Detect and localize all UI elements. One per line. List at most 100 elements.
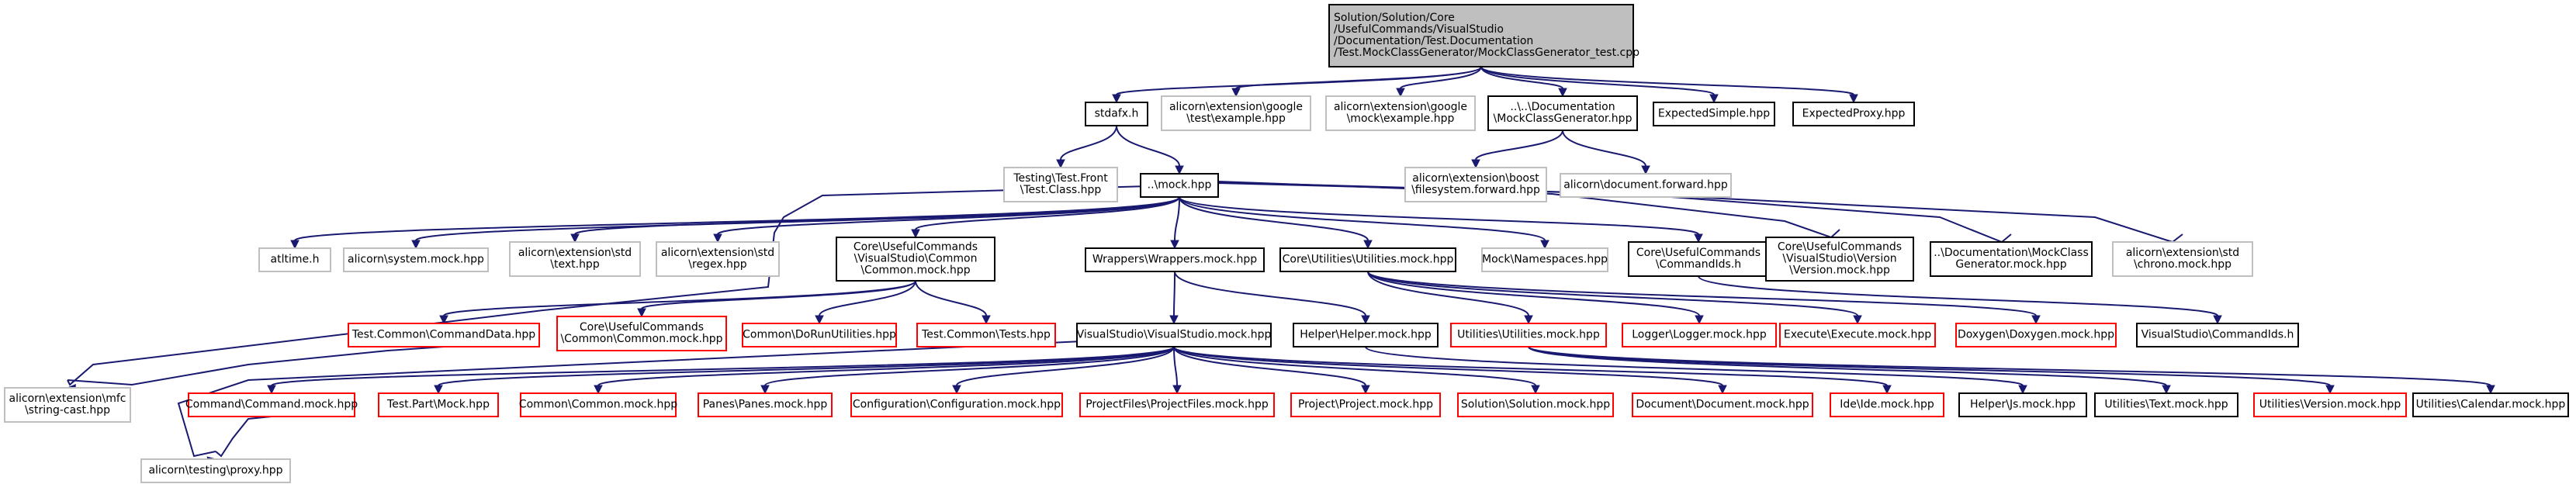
edge-arrowhead [1169, 315, 1179, 325]
node-utilcalendar[interactable]: Utilities\Calendar.mock.hpp [2412, 392, 2569, 417]
edge-arrowhead [1540, 240, 1549, 250]
node-label-line: alicorn\extension\mfc [9, 392, 126, 405]
node-label-line: Solution/Solution/Core [1334, 12, 1455, 24]
node-commoncommon[interactable]: Common\Common.mock.hpp [519, 392, 677, 417]
edge-mock-to-stdregex [713, 196, 1180, 244]
edge-mock-to-commonmock [911, 196, 1180, 239]
node-wrappers[interactable]: Wrappers\Wrappers.mock.hpp [1085, 247, 1265, 272]
edge-arrowhead [1882, 385, 1892, 395]
node-stdafx[interactable]: stdafx.h [1085, 102, 1148, 126]
node-label-line: alicorn\extension\boost [1412, 172, 1539, 185]
node-projectfiles[interactable]: ProjectFiles\ProjectFiles.mock.hpp [1079, 392, 1275, 417]
edge-commandids-to-vscommandids [1698, 275, 2222, 325]
node-tests[interactable]: Test.Common\Tests.hpp [916, 323, 1056, 347]
node-helperjs[interactable]: Helper\Js.mock.hpp [1958, 392, 2087, 417]
node-commanddata[interactable]: Test.Common\CommandData.hpp [348, 323, 540, 347]
node-vsmock[interactable]: VisualStudio\VisualStudio.mock.hpp [1076, 323, 1272, 347]
node-utilutilmock[interactable]: Utilities\Utilities.mock.hpp [1450, 323, 1607, 347]
edge-arrowhead [1694, 233, 1703, 244]
node-utilversion[interactable]: Utilities\Version.mock.hpp [2253, 392, 2407, 417]
edge-arrowhead [1172, 385, 1182, 395]
node-label-line: Core\UsefulCommands [853, 241, 978, 254]
edge-arrowhead [439, 315, 448, 325]
node-label-line: \mock\example.hpp [1347, 112, 1455, 125]
node-dorun[interactable]: Common\DoRunUtilities.hpp [742, 323, 897, 347]
node-box [2412, 392, 2569, 417]
node-box [1404, 167, 1547, 202]
edge-arrowhead [1361, 385, 1370, 395]
node-label-line: alicorn\document.forward.hpp [1563, 179, 1728, 192]
edge-arrowhead [2162, 385, 2171, 395]
node-gmock_example: alicorn\extension\google\mock\example.hp… [1325, 95, 1476, 131]
node-atltime: atltime.h [258, 247, 331, 272]
node-box [2112, 241, 2253, 277]
node-configuration[interactable]: Configuration\Configuration.mock.hpp [850, 392, 1063, 417]
node-document[interactable]: Document\Document.mock.hpp [1632, 392, 1813, 417]
edge-root-to-expectedproxy [1480, 66, 1858, 104]
edge-arrowhead [1396, 88, 1405, 98]
node-project[interactable]: Project\Project.mock.hpp [1290, 392, 1441, 417]
node-label-line: Configuration\Configuration.mock.hpp [853, 399, 1061, 411]
node-box [140, 458, 291, 483]
node-label-line: alicorn\extension\google [1169, 101, 1303, 113]
node-commoncommonmock[interactable]: Core\UsefulCommands\Common\Common.mock.h… [556, 316, 727, 351]
node-testpart[interactable]: Test.Part\Mock.hpp [378, 392, 499, 417]
node-label-line: \filesystem.forward.hpp [1411, 184, 1540, 196]
edge-arrowhead [2031, 315, 2041, 325]
node-box [2136, 323, 2299, 347]
node-label-line: \chrono.mock.hpp [2134, 258, 2231, 271]
node-solution[interactable]: Solution\Solution.mock.hpp [1457, 392, 1614, 417]
edge-vsmock-to-solution [1173, 346, 1540, 395]
edge-mock-to-systemmock [411, 196, 1180, 250]
node-box [1955, 323, 2117, 347]
edge-arrowhead [434, 385, 443, 395]
node-panes[interactable]: Panes\Panes.mock.hpp [698, 392, 833, 417]
edge-vsmock-to-commoncommon [594, 346, 1175, 395]
node-box [343, 247, 489, 272]
node-label-line: Test.Part\Mock.hpp [386, 399, 490, 411]
edge-commonmock-to-dorun [815, 280, 916, 325]
node-label-line: Core\UsefulCommands [1778, 241, 1902, 254]
node-label-line: stdafx.h [1095, 108, 1139, 120]
edge-mockclassgen-to-docforward [1562, 130, 1650, 175]
node-label-line: Common\Common.mock.hpp [519, 399, 677, 411]
node-helpermock[interactable]: Helper\Helper.mock.hpp [1293, 323, 1439, 347]
node-commonmock[interactable]: Core\UsefulCommands\VisualStudio\Common\… [836, 237, 995, 282]
node-expectedsimple[interactable]: ExpectedSimple.hpp [1653, 102, 1775, 126]
edge-arrowhead [1170, 240, 1179, 250]
node-mockclassgen[interactable]: ..\..\Documentation\MockClassGenerator.h… [1487, 95, 1638, 131]
node-root[interactable]: Solution/Solution/Core/UsefulCommands/Vi… [1328, 4, 1639, 67]
edge-arrowhead [911, 229, 920, 239]
edge-arrowhead [1558, 88, 1567, 98]
node-stdtext: alicorn\extension\std\text.hpp [509, 241, 641, 277]
node-box [1622, 323, 1777, 347]
node-utiltext[interactable]: Utilities\Text.mock.hpp [2094, 392, 2238, 417]
node-expectedproxy[interactable]: ExpectedProxy.hpp [1792, 102, 1915, 126]
node-box [378, 392, 499, 417]
node-label-line: \MockClassGenerator.hpp [1494, 112, 1633, 125]
node-logger[interactable]: Logger\Logger.mock.hpp [1622, 323, 1777, 347]
node-doxygen[interactable]: Doxygen\Doxygen.mock.hpp [1955, 323, 2117, 347]
node-ide[interactable]: Ide\Ide.mock.hpp [1830, 392, 1944, 417]
node-execute[interactable]: Execute\Execute.mock.hpp [1779, 323, 1936, 347]
node-box [1792, 102, 1915, 126]
node-label-line: \VisualStudio\Common [854, 253, 978, 265]
node-systemmock: alicorn\system.mock.hpp [343, 247, 489, 272]
node-vscommandids[interactable]: VisualStudio\CommandIds.h [2136, 323, 2299, 347]
node-versionmock[interactable]: Core\UsefulCommands\VisualStudio\Version… [1765, 237, 1914, 282]
node-mock[interactable]: ..\mock.hpp [1140, 173, 1219, 198]
edge-arrowhead [570, 233, 580, 244]
edge-mock-to-commandids [1179, 196, 1703, 244]
edge-arrowhead [1853, 315, 1862, 325]
node-box [1279, 247, 1456, 272]
node-docmockclass[interactable]: ..\Documentation\MockClassGenerator.mock… [1930, 241, 2093, 277]
edge-arrowhead [637, 308, 646, 318]
edge-arrowhead [815, 315, 824, 325]
node-utilities[interactable]: Core\Utilities\Utilities.mock.hpp [1279, 247, 1456, 272]
edge-root-to-mockclassgen [1480, 66, 1567, 98]
node-commandids[interactable]: Core\UsefulCommands\CommandIds.h [1628, 241, 1769, 277]
node-mocknamespaces: Mock\Namespaces.hpp [1481, 247, 1608, 272]
edge-arrowhead [982, 315, 991, 325]
edge-mock-to-stdtext [570, 196, 1180, 244]
node-command[interactable]: Command\Command.mock.hpp [185, 392, 358, 417]
